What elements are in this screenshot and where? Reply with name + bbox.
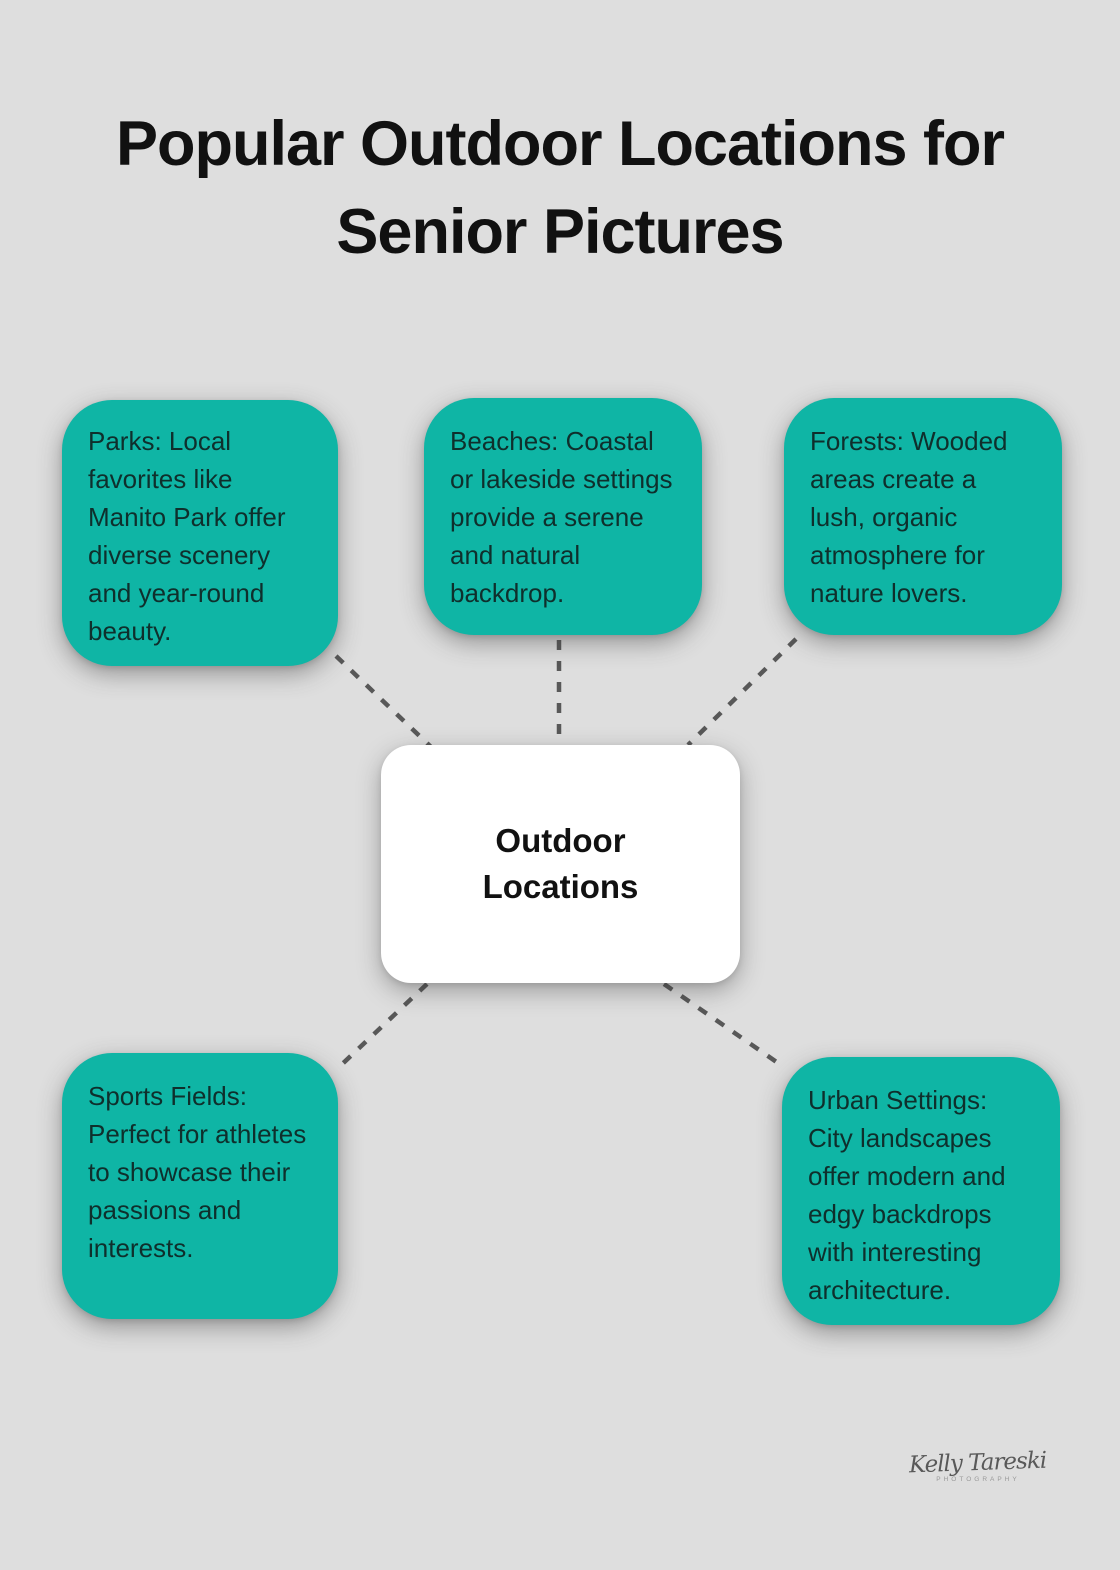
- node-urban-settings-text: Urban Settings: City landscapes offer mo…: [808, 1085, 1006, 1305]
- center-node-label: Outdoor Locations: [482, 822, 639, 905]
- node-parks: Parks: Local favorites like Manito Park …: [62, 400, 338, 666]
- node-parks-text: Parks: Local favorites like Manito Park …: [88, 426, 286, 646]
- node-forests: Forests: Wooded areas create a lush, org…: [784, 398, 1062, 635]
- connector-forests-center: [686, 637, 798, 747]
- connector-center-urban: [662, 982, 780, 1065]
- watermark-subtext: PHOTOGRAPHY: [936, 1476, 1020, 1483]
- connector-parks-center: [334, 654, 433, 749]
- watermark-signature: Kelly Tareski: [908, 1447, 1047, 1479]
- center-node: Outdoor Locations: [381, 745, 740, 983]
- photographer-watermark: Kelly Tareski PHOTOGRAPHY: [888, 1447, 1068, 1483]
- node-beaches-text: Beaches: Coastal or lakeside settings pr…: [450, 426, 673, 608]
- page-title: Popular Outdoor Locations for Senior Pic…: [116, 109, 1005, 267]
- node-beaches: Beaches: Coastal or lakeside settings pr…: [424, 398, 702, 635]
- connector-center-sports: [336, 982, 429, 1070]
- node-sports-fields: Sports Fields: Perfect for athletes to s…: [62, 1053, 338, 1319]
- node-urban-settings: Urban Settings: City landscapes offer mo…: [782, 1057, 1060, 1325]
- node-forests-text: Forests: Wooded areas create a lush, org…: [810, 426, 1008, 608]
- node-sports-fields-text: Sports Fields: Perfect for athletes to s…: [88, 1081, 307, 1263]
